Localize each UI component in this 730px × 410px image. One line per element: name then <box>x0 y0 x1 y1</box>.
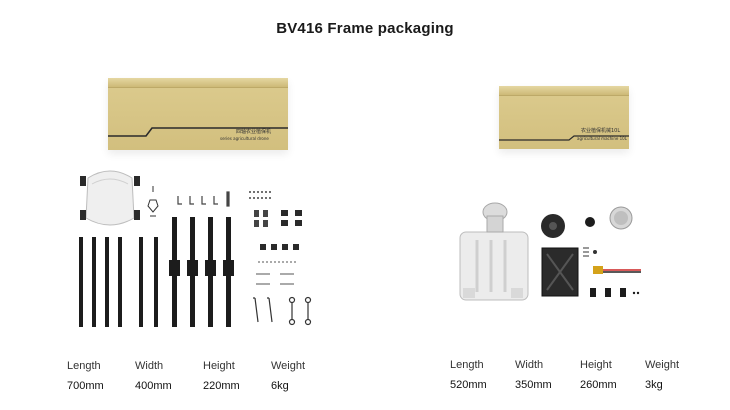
box-stripe <box>499 135 629 141</box>
landing-legs <box>169 217 234 327</box>
spec-value-length: 700mm <box>67 380 104 392</box>
canopy-shell <box>80 170 140 226</box>
spec-value-height: 220mm <box>203 380 240 392</box>
box-label-secondary: agricultural machine 10L <box>577 136 627 141</box>
spec-value-length: 520mm <box>450 379 487 391</box>
spec-value-weight: 3kg <box>645 379 663 391</box>
spec-value-weight: 6kg <box>271 380 289 392</box>
page-title: BV416 Frame packaging <box>276 20 454 37</box>
box-label-primary: 农业植保机械10L <box>581 128 621 134</box>
spec-value-width: 400mm <box>135 380 172 392</box>
tank-body <box>459 231 529 301</box>
box-label-primary: 四轴农业植保机 <box>236 129 272 135</box>
spec-label-width: Width <box>515 359 544 371</box>
spec-label-width: Width <box>135 360 164 372</box>
parts-box-small: 农业植保机械10L agricultural machine 10L <box>499 86 629 149</box>
tank-cap <box>482 202 508 233</box>
screw-set <box>249 191 271 227</box>
spec-label-height: Height <box>580 359 612 371</box>
leg-mounts <box>253 296 312 326</box>
small-fasteners <box>590 288 640 297</box>
bracket-set <box>147 186 159 217</box>
bolt-rows <box>256 261 296 285</box>
accessory-parts-illustration <box>459 202 641 301</box>
spec-label-weight: Weight <box>645 359 680 371</box>
spec-value-width: 350mm <box>515 379 552 391</box>
box-lid <box>108 78 288 88</box>
spec-label-length: Length <box>450 359 484 371</box>
clamp-set <box>260 210 302 250</box>
l-bracket-set <box>177 191 230 207</box>
box-stripe <box>108 127 288 137</box>
box-lid <box>499 86 629 96</box>
spec-label-weight: Weight <box>271 360 306 372</box>
cable-set <box>583 247 641 274</box>
spec-label-length: Length <box>67 360 101 372</box>
box-label-secondary: series agricultural drone <box>220 136 269 141</box>
spec-label-height: Height <box>203 360 235 372</box>
controller-board <box>541 247 579 297</box>
frame-box-large: 四轴农业植保机 series agricultural drone <box>108 78 288 150</box>
spec-value-height: 260mm <box>580 379 617 391</box>
frame-parts-illustration <box>79 170 312 327</box>
pump-part <box>541 206 633 238</box>
arm-tubes <box>79 237 158 327</box>
